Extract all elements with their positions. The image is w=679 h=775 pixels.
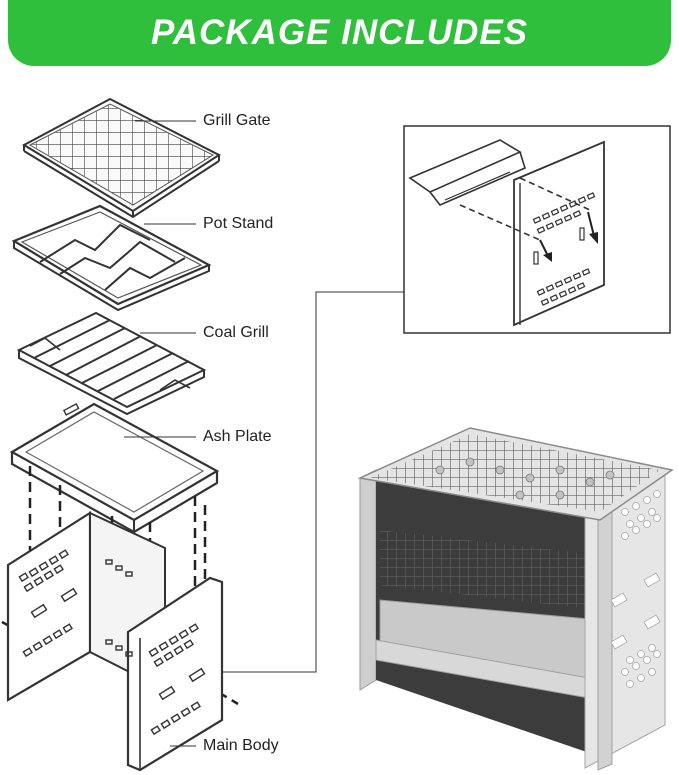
page-title: PACKAGE INCLUDES [150, 13, 529, 52]
pot-stand-illustration [11, 204, 212, 312]
label-main-body: Main Body [203, 737, 279, 754]
main-body-illustration [6, 510, 224, 772]
grill-gate-illustration [21, 97, 221, 219]
label-ash-plate: Ash Plate [203, 428, 272, 445]
label-grill-gate: Grill Gate [203, 112, 271, 129]
label-coal-grill: Coal Grill [203, 324, 269, 341]
assembled-stove-photo [357, 427, 674, 771]
assembly-detail-illustration [403, 125, 671, 334]
label-leader-lines [124, 120, 404, 747]
coal-grill-illustration [16, 311, 207, 416]
ash-plate-illustration [9, 402, 220, 534]
header-banner: PACKAGE INCLUDES [8, 0, 671, 66]
label-pot-stand: Pot Stand [203, 215, 274, 232]
